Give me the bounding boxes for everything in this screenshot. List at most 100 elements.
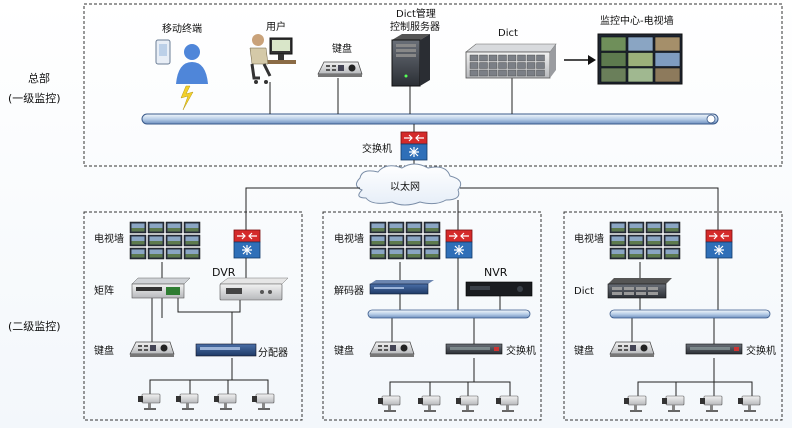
arrow-right-icon: [564, 55, 596, 65]
hq-bus: [141, 113, 719, 125]
distributor-label: 分配器: [258, 347, 288, 359]
server-label-line2: 控制服务器: [390, 20, 440, 33]
branch3-keyboard-label: 键盘: [574, 344, 594, 357]
drive-bay: [517, 69, 526, 77]
dvr-label: DVR: [212, 266, 236, 279]
decoder-icon: [369, 280, 434, 295]
ethernet-label: 以太网: [390, 180, 420, 193]
branch-label: (二级监控): [8, 319, 61, 333]
branch3-storage-label: Dict: [574, 286, 594, 297]
drive-bay: [498, 62, 507, 69]
ethernet-cloud-icon: [356, 163, 462, 206]
branch2-switch-top-icon: [445, 229, 473, 259]
branch2-frame: [322, 211, 542, 421]
user-label: 用户: [266, 20, 286, 33]
hq-switch-label: 交换机: [362, 142, 392, 155]
branch3-keyboard-icon: [609, 341, 655, 358]
dvr-icon: [219, 277, 289, 301]
branch1-camera-3: [213, 393, 237, 411]
branch3-bus: [609, 309, 771, 319]
branch2-camera-1: [377, 395, 401, 413]
distributor-icon: [195, 343, 257, 357]
management-server-icon: [391, 34, 430, 87]
drive-bay: [507, 62, 517, 69]
drive-bay: [469, 69, 479, 77]
drive-bay: [517, 54, 526, 62]
drive-bay: [498, 54, 507, 62]
drive-bay: [507, 69, 517, 77]
branch2-tv-wall-icon: [370, 222, 440, 259]
drive-bay: [488, 54, 498, 62]
branch2-tv-wall-label: 电视墙: [334, 232, 364, 245]
wall-screen: [600, 36, 627, 52]
branch3-tv-wall-label: 电视墙: [574, 232, 604, 245]
drive-bay: [479, 54, 488, 62]
branch3-tv-wall-icon: [610, 222, 680, 259]
branch3-camera-3: [699, 395, 723, 413]
branch3-camera-1: [623, 395, 647, 413]
drive-bay: [498, 69, 507, 77]
branch1-tv-wall-icon: [130, 222, 200, 259]
mobile-terminal-icon: [155, 39, 208, 111]
branch1-camera-1: [137, 393, 161, 411]
wall-screen: [600, 52, 627, 67]
hq-switch-icon: [400, 131, 428, 161]
branch3-camera-4: [737, 395, 761, 413]
branch2-switch-label: 交换机: [506, 344, 536, 357]
user-icon: [249, 34, 296, 84]
decoder-label: 解码器: [334, 284, 364, 297]
branch1-camera-4: [251, 393, 275, 411]
wall-screen: [600, 67, 627, 83]
mobile-terminal-label: 移动终端: [162, 22, 202, 35]
hq-label-line2: (一级监控): [8, 91, 61, 105]
drive-bay: [469, 62, 479, 69]
drive-bay: [536, 54, 545, 62]
branch1-camera-2: [175, 393, 199, 411]
branch1-keyboard-icon: [129, 341, 175, 358]
wall-screen: [627, 36, 654, 52]
branch3-camera-2: [661, 395, 685, 413]
branch3-switch-label: 交换机: [746, 344, 776, 357]
branch2-camera-3: [455, 395, 479, 413]
drive-bay: [488, 62, 498, 69]
storage-drive-bays: [469, 54, 545, 77]
branch2-group: 电视墙 解码器 NVR 键盘 交换机: [334, 222, 536, 413]
hq-keyboard-label: 键盘: [332, 42, 352, 55]
branch2-keyboard-label: 键盘: [334, 344, 354, 357]
branch3-switch-top-icon: [705, 229, 733, 259]
branch2-keyboard-icon: [369, 341, 415, 358]
wall-screen: [627, 67, 654, 83]
drive-bay: [536, 69, 545, 77]
video-wall-label: 监控中心-电视墙: [600, 14, 674, 27]
drive-bay: [469, 54, 479, 62]
branch3-frame: [563, 211, 783, 421]
branch2-bus: [367, 309, 531, 319]
drive-bay: [479, 69, 488, 77]
hq-label-line1: 总部: [28, 71, 50, 85]
branch1-switch-icon: [233, 229, 261, 259]
drive-bay: [479, 62, 488, 69]
branch3-group: 电视墙 Dict 键盘 交换机: [574, 222, 776, 413]
matrix-icon: [131, 277, 191, 299]
branch2-camera-4: [495, 395, 519, 413]
wall-screen: [627, 52, 654, 67]
drive-bay: [526, 62, 536, 69]
storage-label: Dict: [498, 28, 518, 39]
matrix-label: 矩阵: [94, 284, 114, 297]
hq-keyboard-icon: [317, 61, 363, 78]
branch1-frame: [83, 211, 303, 421]
drive-bay: [526, 54, 536, 62]
branch3-access-switch-icon: [685, 343, 743, 355]
nvr-label: NVR: [484, 266, 508, 279]
server-label-line1: Dict管理: [396, 7, 436, 20]
branch2-camera-2: [417, 395, 441, 413]
drive-bay: [536, 62, 545, 69]
branch1-keyboard-label: 键盘: [94, 344, 114, 357]
drive-bay: [488, 69, 498, 77]
branch2-access-switch-icon: [445, 343, 503, 355]
nvr-icon: [465, 281, 533, 297]
drive-bay: [507, 54, 517, 62]
branch3-storage-icon: [607, 278, 672, 299]
